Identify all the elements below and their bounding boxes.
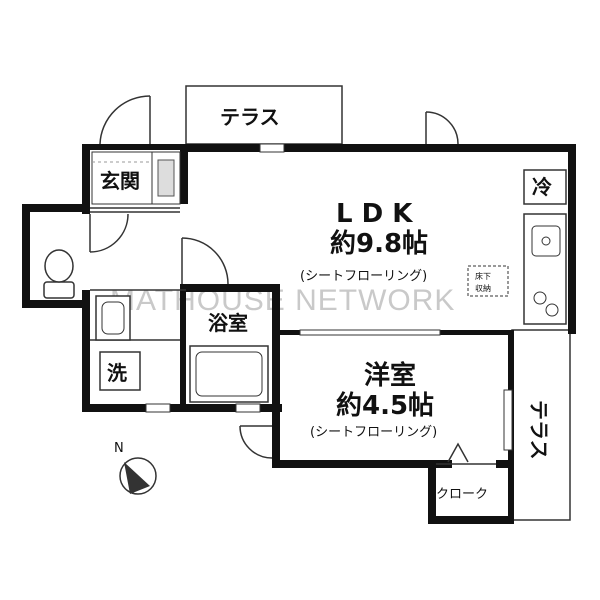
toilet <box>43 249 75 299</box>
ldk-terrace-door <box>425 111 459 145</box>
watermark: MATHOUSE NETWORK <box>110 284 455 317</box>
toilet-door <box>89 213 129 253</box>
ldk-room: L D K 約9.8帖 (シートフローリング) <box>300 199 428 284</box>
youshitsu-size: 約4.5帖 <box>336 390 434 421</box>
laundry-label: 洗 <box>107 361 127 385</box>
compass-north: N <box>114 441 124 456</box>
fridge-label: 冷 <box>532 175 552 199</box>
kitchen: 冷 <box>523 169 567 325</box>
underfloor-storage: 床下 収納 <box>467 265 509 297</box>
bathroom: 浴室 <box>189 311 269 403</box>
genkan: 玄関 <box>91 151 181 205</box>
entrance-door <box>99 95 151 145</box>
right-terrace-window <box>503 389 513 451</box>
walls <box>22 144 576 524</box>
terrace-right-label: テラス <box>527 400 551 460</box>
storage-door <box>239 425 273 459</box>
genkan-label: 玄関 <box>100 169 140 193</box>
compass: N <box>114 441 157 495</box>
washroom-door <box>181 237 229 285</box>
ldk-size: 約9.8帖 <box>330 228 428 259</box>
ldk-name: L D K <box>336 199 413 229</box>
vanity <box>95 295 131 341</box>
closet-label: クローク <box>436 487 488 502</box>
youshitsu-room: 洋室 約4.5帖 (シートフローリング) <box>310 360 437 440</box>
youshitsu-floor: (シートフローリング) <box>310 425 437 440</box>
terrace-top: テラス <box>185 85 343 145</box>
terrace-right: テラス <box>511 329 571 521</box>
closet-door <box>447 442 469 463</box>
closet: クローク <box>436 487 488 502</box>
ldk-floor: (シートフローリング) <box>300 269 427 284</box>
storage-line2: 収納 <box>475 283 491 293</box>
terrace-top-label: テラス <box>220 105 280 129</box>
storage-line1: 床下 <box>475 271 491 281</box>
windows <box>145 143 441 413</box>
bath-label: 浴室 <box>208 311 248 335</box>
laundry: 洗 <box>99 351 141 391</box>
youshitsu-name: 洋室 <box>364 360 416 391</box>
